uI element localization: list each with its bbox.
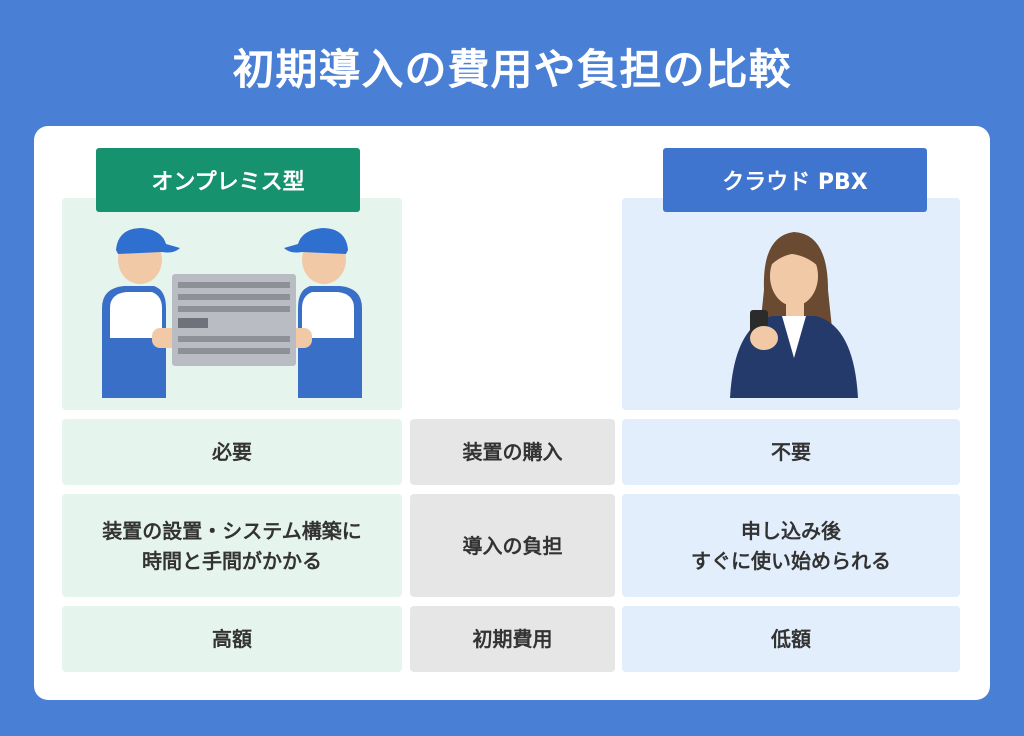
cloud-initial-cost-cell: 低額 bbox=[622, 606, 960, 672]
cloud-implementation-burden-cell: 申し込み後 すぐに使い始められる bbox=[622, 494, 960, 597]
left-worker-figure bbox=[102, 228, 182, 398]
cloud-pbx-label: クラウド PBX bbox=[663, 148, 927, 212]
onpremise-device-purchase-cell: 必要 bbox=[62, 419, 402, 485]
onpremise-illustration-panel bbox=[62, 198, 402, 410]
onpremise-initial-cost-cell: 高額 bbox=[62, 606, 402, 672]
onpremise-implementation-burden-cell: 装置の設置・システム構築に 時間と手間がかかる bbox=[62, 494, 402, 597]
page-title: 初期導入の費用や負担の比較 bbox=[232, 45, 792, 94]
woman-with-smartphone-illustration bbox=[730, 232, 858, 398]
cell-text-line: すぐに使い始められる bbox=[691, 548, 891, 573]
row-label-device-purchase: 装置の購入 bbox=[410, 419, 615, 485]
cell-text: 低額 bbox=[771, 627, 811, 651]
cell-text: 不要 bbox=[771, 440, 811, 464]
workers-carrying-server-illustration bbox=[102, 228, 362, 398]
server-unit bbox=[172, 274, 296, 366]
cell-text-line: 時間と手間がかかる bbox=[142, 548, 322, 573]
cell-text: 高額 bbox=[212, 627, 252, 651]
onpremise-label: オンプレミス型 bbox=[96, 148, 360, 212]
cell-text-line: 装置の設置・システム構築に bbox=[102, 518, 362, 543]
row-label-initial-cost: 初期費用 bbox=[410, 606, 615, 672]
row-label-implementation-burden: 導入の負担 bbox=[410, 494, 615, 597]
cell-text-line: 申し込み後 bbox=[741, 518, 841, 543]
cloud-illustration-panel bbox=[622, 198, 960, 410]
cell-text: 必要 bbox=[212, 440, 252, 464]
cloud-device-purchase-cell: 不要 bbox=[622, 419, 960, 485]
